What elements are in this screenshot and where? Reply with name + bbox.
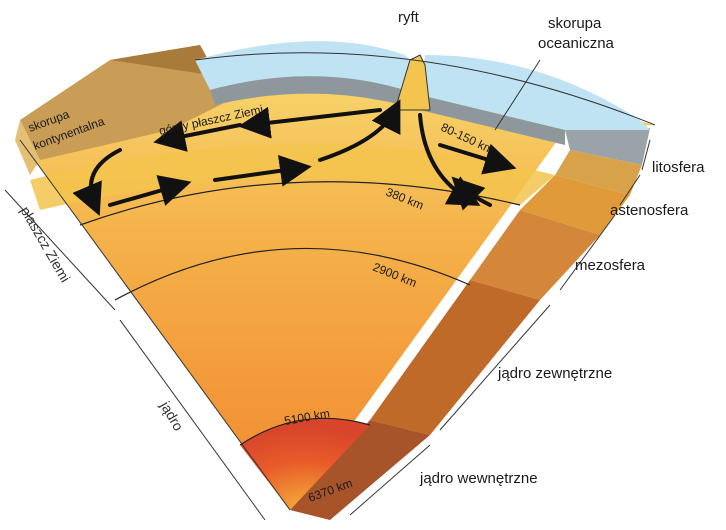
asthenosphere-label: astenosfera	[610, 202, 689, 219]
lithosphere-label: litosfera	[652, 159, 705, 176]
mesosphere-label: mezosfera	[575, 257, 646, 274]
outer-core-label: jądro zewnętrzne	[497, 365, 612, 382]
inner-core-label: jądro wewnętrzne	[419, 470, 538, 487]
mantle-side-label: płaszcz Ziemi	[17, 204, 73, 285]
core-side-label: jądro	[157, 398, 187, 434]
oceanic-crust-label-1: skorupa	[548, 15, 602, 32]
oceanic-crust-label-2: oceaniczna	[538, 35, 615, 52]
rift-label: ryft	[398, 9, 420, 26]
